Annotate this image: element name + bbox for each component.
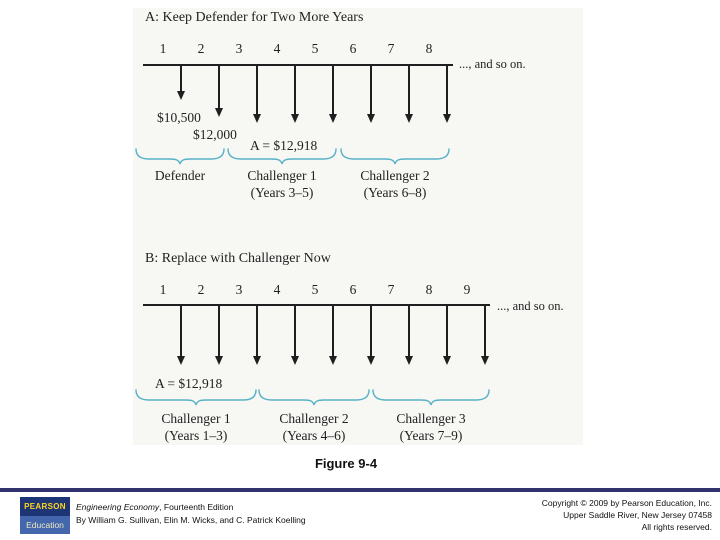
diagram-b-timeline: [143, 304, 490, 306]
group-challenger-1: Challenger 1 (Years 1–3): [135, 410, 257, 444]
cash-flow-arrow: [290, 304, 299, 365]
copyright-line-1: Copyright © 2009 by Pearson Education, I…: [541, 498, 712, 508]
cash-flow-arrow: [176, 64, 185, 100]
group-sublabel: (Years 6–8): [363, 185, 427, 200]
diagram-a-tick-6: 6: [349, 41, 357, 56]
diagram-b-tick-3: 3: [235, 282, 243, 297]
group-challenger-3: Challenger 3 (Years 7–9): [372, 410, 490, 444]
diagram-b-title: B: Replace with Challenger Now: [145, 251, 331, 266]
diagram-b-tick-2: 2: [197, 282, 205, 297]
underbrace-icon: [258, 389, 370, 406]
cash-flow-arrow: [176, 304, 185, 365]
cash-flow-label-annuity: A = $12,918: [250, 138, 318, 153]
cash-flow-arrow: [480, 304, 489, 365]
cash-flow-arrow: [404, 64, 413, 123]
diagram-b-tick-9: 9: [463, 282, 471, 297]
group-challenger-2: Challenger 2 (Years 6–8): [340, 167, 450, 201]
diagram-b-tick-4: 4: [273, 282, 281, 297]
book-title-line: Engineering Economy, Fourteenth Edition: [76, 501, 306, 514]
group-sublabel: (Years 4–6): [282, 428, 346, 443]
group-defender: Defender: [135, 167, 225, 184]
group-sublabel: (Years 1–3): [164, 428, 228, 443]
diagram-b-tick-7: 7: [387, 282, 395, 297]
diagram-a-tick-5: 5: [311, 41, 319, 56]
diagram-b-tick-8: 8: [425, 282, 433, 297]
diagram-a-tick-3: 3: [235, 41, 243, 56]
group-challenger-1: Challenger 1 (Years 3–5): [227, 167, 337, 201]
diagram-a-tick-8: 8: [425, 41, 433, 56]
cash-flow-arrow: [442, 64, 451, 123]
figure-caption: Figure 9-4: [314, 456, 378, 471]
figure-panel: A: Keep Defender for Two More Years 1 2 …: [133, 8, 583, 445]
group-label: Defender: [154, 168, 206, 183]
book-authors: By William G. Sullivan, Elin M. Wicks, a…: [76, 515, 306, 525]
cash-flow-arrow: [442, 304, 451, 365]
group-label: Challenger 3: [396, 411, 466, 426]
diagram-b-tick-5: 5: [311, 282, 319, 297]
diagram-a-tick-2: 2: [197, 41, 205, 56]
copyright-line-3: All rights reserved.: [641, 522, 712, 532]
underbrace-icon: [135, 389, 257, 406]
diagram-a-title: A: Keep Defender for Two More Years: [145, 10, 364, 25]
cash-flow-label-annuity: A = $12,918: [155, 376, 223, 391]
diagram-a-tick-1: 1: [159, 41, 167, 56]
cash-flow-arrow: [404, 304, 413, 365]
group-sublabel: (Years 7–9): [399, 428, 463, 443]
cash-flow-arrow: [214, 64, 223, 117]
pearson-logo-division: Education: [20, 516, 70, 534]
cash-flow-arrow: [214, 304, 223, 365]
cash-flow-label-year2: $12,000: [193, 127, 237, 142]
cash-flow-arrow: [290, 64, 299, 123]
copyright-block: Copyright © 2009 by Pearson Education, I…: [542, 497, 712, 533]
pearson-logo-wordmark: PEARSON: [20, 497, 70, 516]
book-title: Engineering Economy: [76, 502, 160, 512]
cash-flow-arrow: [252, 304, 261, 365]
cash-flow-label-year1: $10,500: [157, 110, 201, 125]
group-label: Challenger 2: [279, 411, 349, 426]
pearson-logo: PEARSON Education: [20, 497, 70, 534]
cash-flow-arrow: [252, 64, 261, 123]
underbrace-icon: [372, 389, 490, 406]
underbrace-icon: [227, 148, 337, 165]
diagram-a-timeline: [143, 64, 453, 66]
book-edition: , Fourteenth Edition: [159, 502, 234, 512]
diagram-b-and-so-on: ..., and so on.: [497, 299, 564, 313]
underbrace-icon: [340, 148, 450, 165]
underbrace-icon: [135, 148, 225, 165]
footer-divider: [0, 488, 720, 492]
book-info: Engineering Economy, Fourteenth Edition …: [76, 501, 306, 527]
diagram-a-tick-7: 7: [387, 41, 395, 56]
group-label: Challenger 2: [360, 168, 430, 183]
diagram-a-and-so-on: ..., and so on.: [459, 57, 526, 71]
diagram-a-tick-4: 4: [273, 41, 281, 56]
copyright-line-2: Upper Saddle River, New Jersey 07458: [563, 510, 712, 520]
cash-flow-arrow: [328, 64, 337, 123]
cash-flow-arrow: [366, 304, 375, 365]
group-label: Challenger 1: [161, 411, 231, 426]
group-sublabel: (Years 3–5): [250, 185, 314, 200]
group-label: Challenger 1: [247, 168, 317, 183]
diagram-b-tick-1: 1: [159, 282, 167, 297]
diagram-b-tick-6: 6: [349, 282, 357, 297]
group-challenger-2: Challenger 2 (Years 4–6): [258, 410, 370, 444]
cash-flow-arrow: [328, 304, 337, 365]
cash-flow-arrow: [366, 64, 375, 123]
